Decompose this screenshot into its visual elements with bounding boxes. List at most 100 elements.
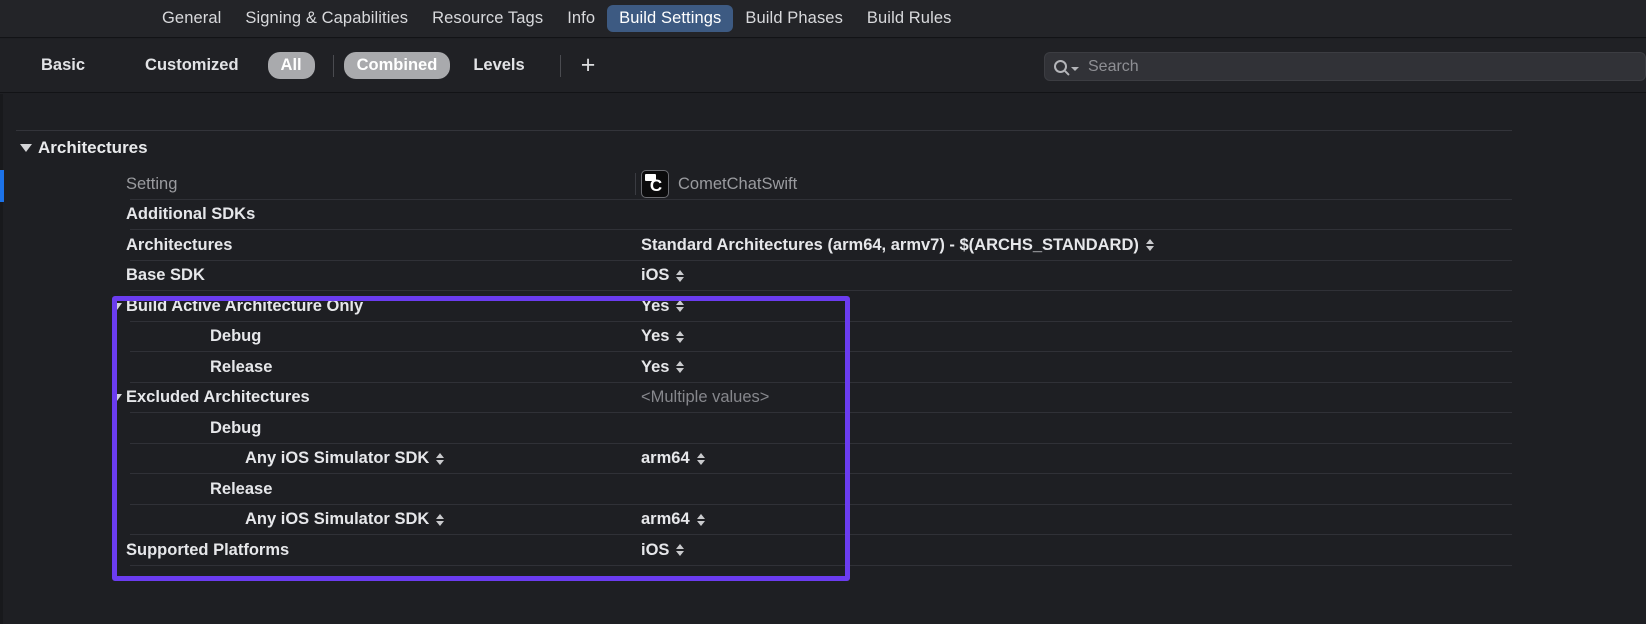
filter-button-all[interactable]: All <box>267 52 315 79</box>
setting-name-cell[interactable]: Supported Platforms <box>0 541 640 560</box>
disclosure-triangle-icon[interactable] <box>112 394 122 402</box>
setting-name-cell[interactable]: Debug <box>0 327 640 346</box>
stepper-icon[interactable] <box>676 544 685 557</box>
add-setting-button[interactable]: + <box>580 51 596 79</box>
tab-info[interactable]: Info <box>567 9 596 27</box>
setting-name-label: Debug <box>210 327 262 346</box>
tab-build-settings[interactable]: Build Settings <box>607 5 734 32</box>
setting-value-cell[interactable]: iOS <box>641 266 685 285</box>
filter-button-customized[interactable]: Customized <box>145 56 239 74</box>
table-row[interactable]: Base SDK iOS <box>0 261 1646 291</box>
row-divider <box>130 534 1512 535</box>
filter-separator-2 <box>559 54 561 77</box>
filter-separator <box>332 54 334 77</box>
setting-name-label: Base SDK <box>126 266 205 285</box>
tab-general[interactable]: General <box>162 9 222 27</box>
filter-button-levels[interactable]: Levels <box>473 56 525 74</box>
setting-name-label: Any iOS Simulator SDK <box>245 449 430 468</box>
app-icon: C <box>641 170 669 199</box>
tab-build-phases[interactable]: Build Phases <box>745 9 843 27</box>
table-row[interactable]: Debug <box>0 413 1646 444</box>
row-divider <box>130 442 1512 444</box>
setting-value-cell[interactable]: Yes <box>641 327 685 346</box>
setting-value-label: arm64 <box>641 510 690 529</box>
setting-name-cell[interactable]: Excluded Architectures <box>0 388 640 407</box>
setting-value-label: arm64 <box>641 449 690 468</box>
disclosure-triangle-icon[interactable] <box>112 302 122 310</box>
stepper-icon[interactable] <box>1145 239 1154 252</box>
row-divider <box>130 229 1512 230</box>
setting-value-cell[interactable]: arm64 <box>641 510 705 529</box>
stepper-icon[interactable] <box>436 452 445 465</box>
setting-value-cell[interactable]: iOS <box>641 541 685 560</box>
setting-value-label: Standard Architectures (arm64, armv7) - … <box>641 235 1139 254</box>
stepper-icon[interactable] <box>696 452 705 465</box>
app-icon-bubble <box>645 174 656 182</box>
setting-name-cell[interactable]: Build Active Architecture Only <box>0 297 640 316</box>
tab-resource-tags[interactable]: Resource Tags <box>432 9 544 27</box>
editor-tab-bar: General Signing & Capabilities Resource Ta… <box>0 0 1646 38</box>
tab-signing-capabilities[interactable]: Signing & Capabilities <box>245 9 409 27</box>
setting-value-label: Yes <box>641 357 670 376</box>
stepper-icon[interactable] <box>436 513 445 526</box>
search-icon <box>1054 60 1067 73</box>
chevron-down-icon[interactable] <box>1071 66 1079 71</box>
setting-name-cell[interactable]: Any iOS Simulator SDK <box>0 449 640 468</box>
row-divider <box>130 198 1512 200</box>
setting-name-cell[interactable]: Release <box>0 358 640 377</box>
table-row[interactable]: Release <box>0 474 1646 505</box>
search-placeholder: Search <box>1088 57 1139 75</box>
setting-value-cell[interactable]: Yes <box>641 357 685 377</box>
search-field[interactable]: Search <box>1044 52 1646 81</box>
setting-value-label: Yes <box>641 327 670 346</box>
setting-value-cell[interactable]: Standard Architectures (arm64, armv7) - … <box>641 236 1154 255</box>
row-divider <box>130 320 1512 322</box>
section-header-architectures[interactable]: Architectures <box>20 138 148 158</box>
stepper-icon[interactable] <box>676 330 685 343</box>
setting-value-cell[interactable]: <Multiple values> <box>641 388 769 407</box>
setting-value-cell[interactable]: Yes <box>641 296 685 316</box>
stepper-icon[interactable] <box>696 513 705 526</box>
column-header-setting: Setting <box>0 175 640 194</box>
table-row[interactable]: Excluded Architectures<Multiple values> <box>0 383 1646 413</box>
tab-build-rules[interactable]: Build Rules <box>866 9 952 27</box>
filter-button-combined[interactable]: Combined <box>343 52 451 79</box>
target-name-label: CometChatSwift <box>678 174 798 193</box>
setting-name-cell[interactable]: Release <box>0 480 640 499</box>
table-row[interactable]: Any iOS Simulator SDK arm64 <box>0 444 1646 474</box>
setting-name-label: Release <box>210 479 273 498</box>
row-divider <box>130 503 1512 505</box>
setting-name-cell[interactable]: Debug <box>0 419 640 438</box>
left-gutter <box>0 94 3 624</box>
row-divider <box>130 351 1512 352</box>
section-title: Architectures <box>38 138 148 157</box>
setting-name-cell[interactable]: Any iOS Simulator SDK <box>0 510 640 529</box>
section-divider <box>16 130 1512 131</box>
setting-name-label: Additional SDKs <box>126 205 256 224</box>
stepper-icon[interactable] <box>676 300 685 313</box>
stepper-icon[interactable] <box>676 269 685 282</box>
stepper-icon[interactable] <box>676 361 685 374</box>
column-separator <box>635 173 636 195</box>
setting-value-label: Yes <box>641 296 670 315</box>
setting-name-cell[interactable]: Base SDK <box>0 266 640 285</box>
row-divider <box>130 412 1512 413</box>
setting-name-cell[interactable]: Architectures <box>0 236 640 255</box>
row-divider <box>130 381 1512 383</box>
filter-button-basic[interactable]: Basic <box>41 56 86 74</box>
setting-value-cell[interactable]: arm64 <box>641 449 705 468</box>
blue-selection-marker <box>0 170 4 202</box>
disclosure-triangle-icon[interactable] <box>20 144 32 152</box>
row-divider <box>130 290 1512 291</box>
table-row[interactable]: Additional SDKs <box>0 200 1646 230</box>
setting-name-cell[interactable]: Additional SDKs <box>0 205 640 224</box>
table-row[interactable]: Debug Yes <box>0 322 1646 352</box>
setting-value-label: <Multiple values> <box>641 388 770 407</box>
